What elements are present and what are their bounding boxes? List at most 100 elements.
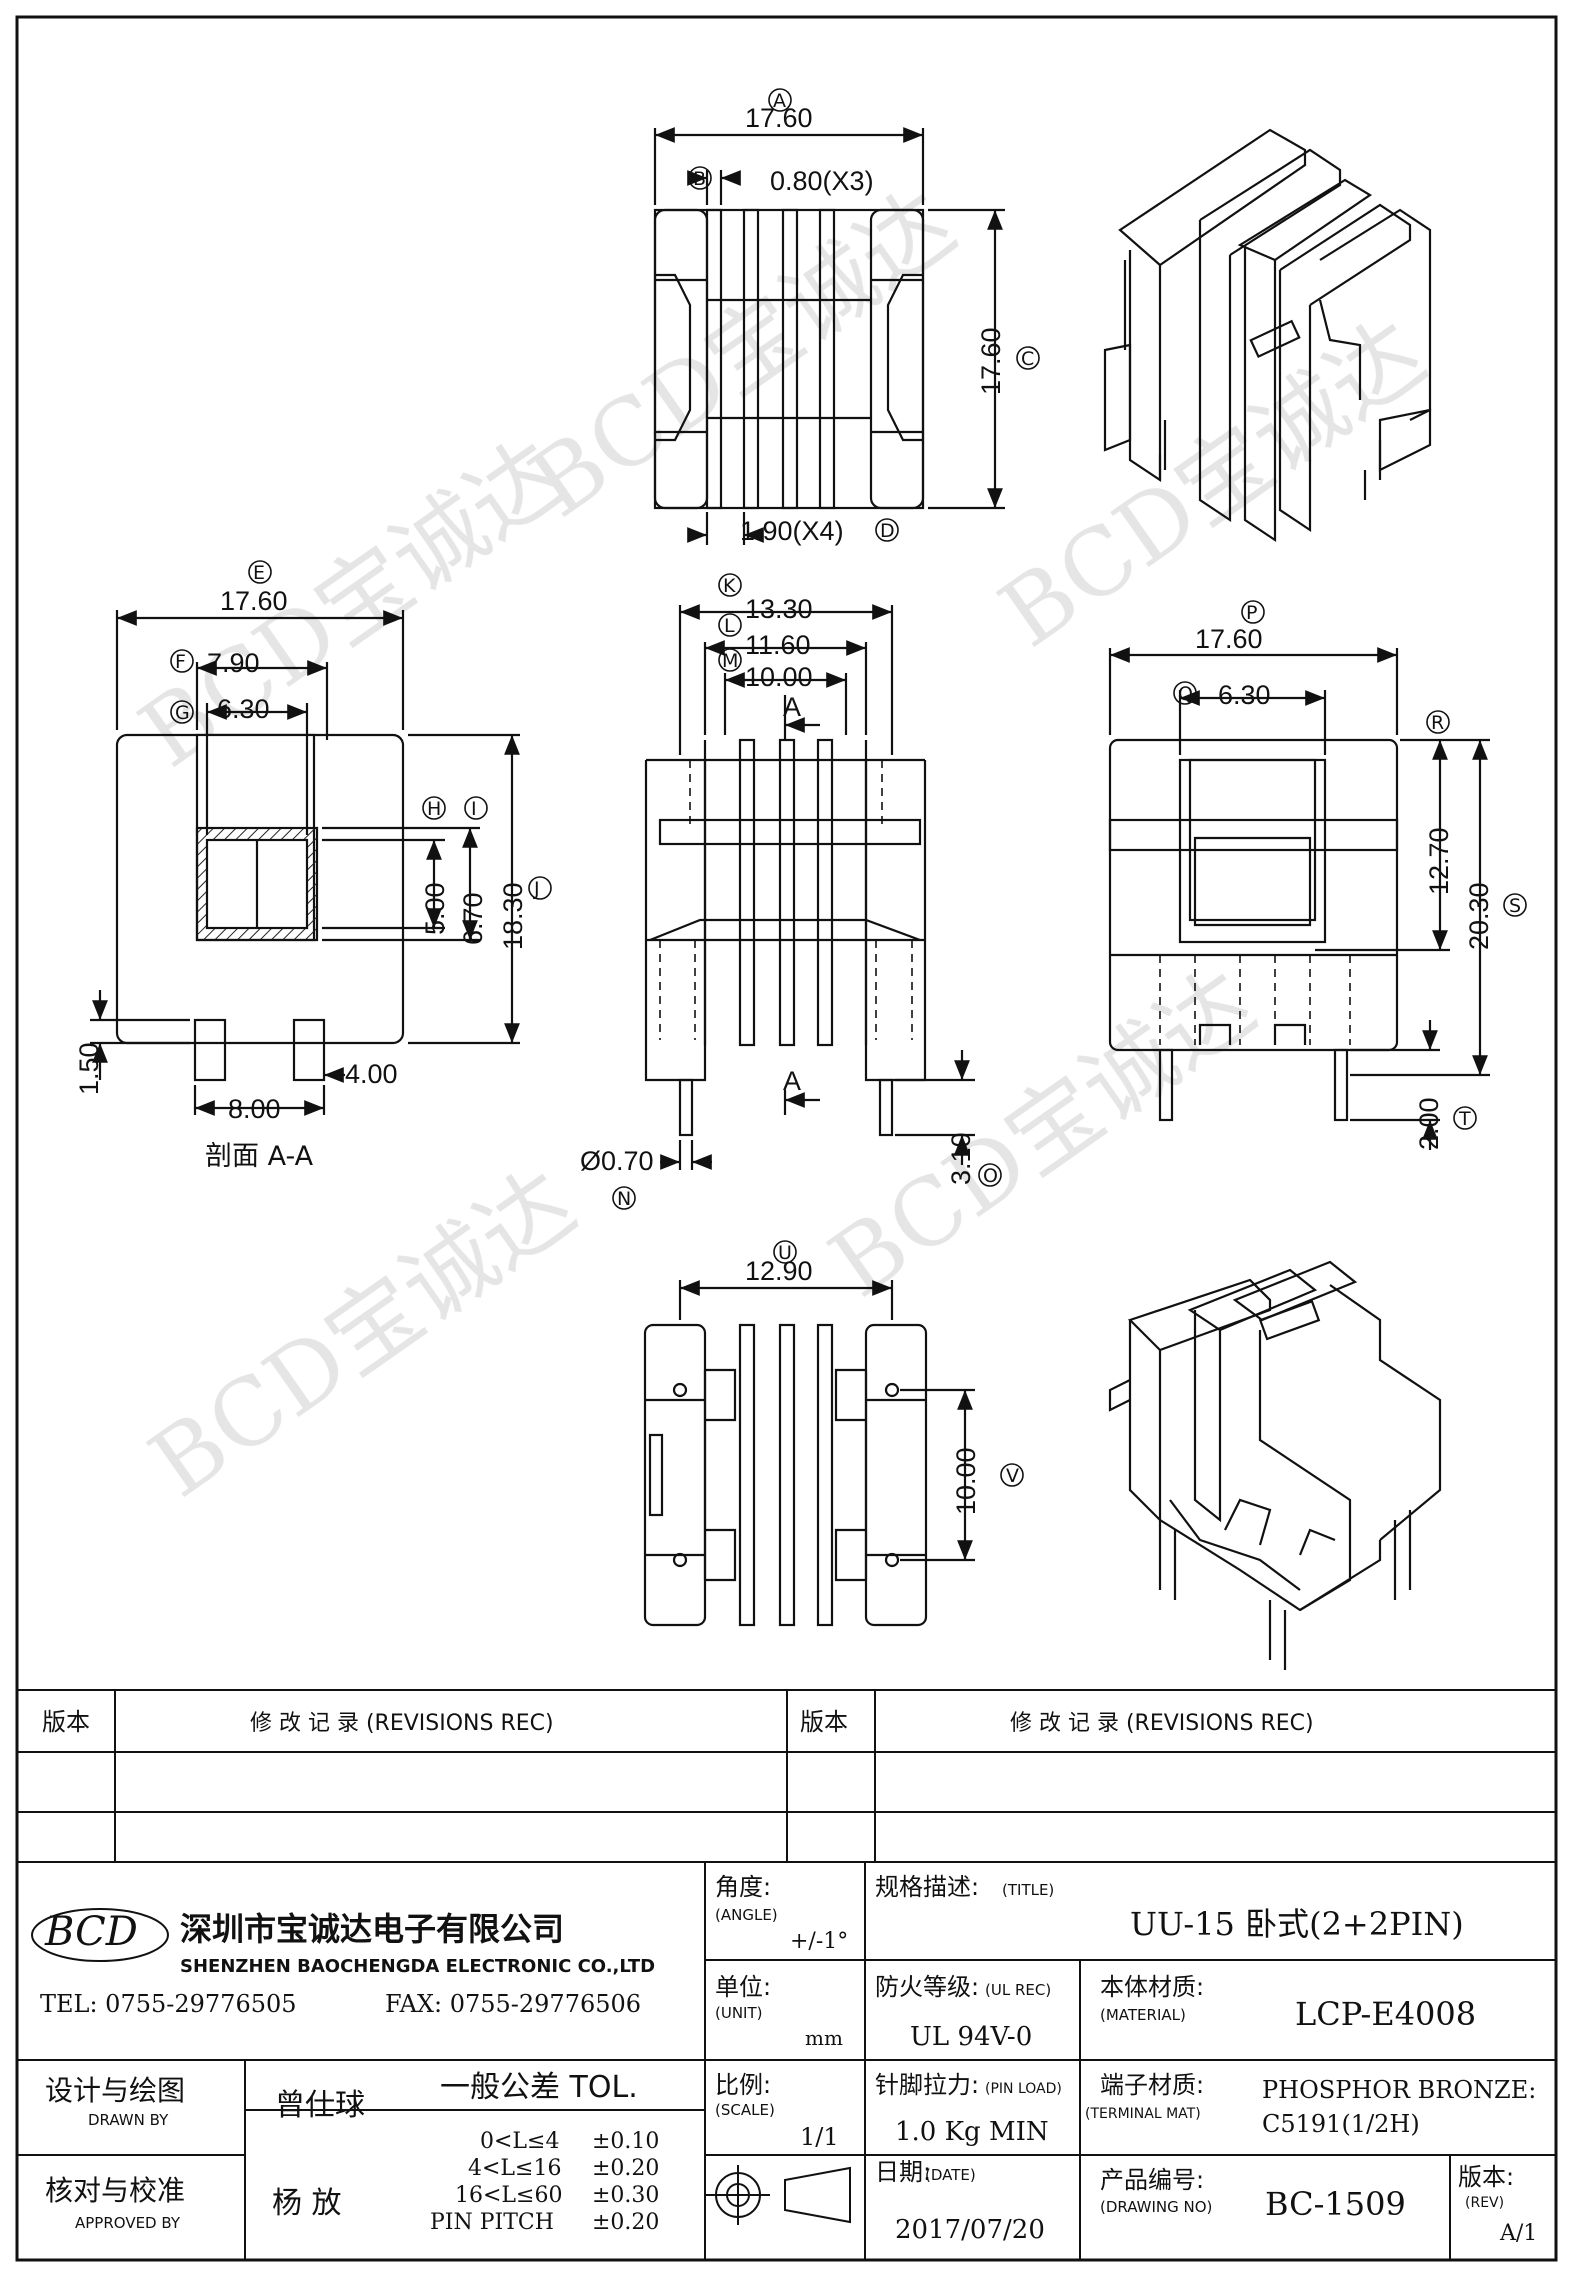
balloon-r: R <box>1426 710 1450 734</box>
dimension-balloons: A B C D E F G H I J K L M N O P Q R S T … <box>170 88 1527 1487</box>
dim-sec-width: 17.60 <box>220 586 288 616</box>
svg-text:P: P <box>1246 602 1257 624</box>
dim-side-h2: 20.30 <box>1464 882 1494 950</box>
svg-text:(MATERIAL): (MATERIAL) <box>1100 2006 1186 2024</box>
svg-text:(UNIT): (UNIT) <box>715 2004 763 2022</box>
svg-text:产品编号:: 产品编号: <box>1100 2166 1204 2194</box>
svg-text:防火等级:: 防火等级: <box>875 1973 979 2001</box>
projection-symbol <box>705 2165 851 2225</box>
svg-text:(ANGLE): (ANGLE) <box>715 1906 778 1924</box>
iso-view-bottom <box>1108 1260 1442 1670</box>
svg-text:(REV): (REV) <box>1465 2195 1504 2211</box>
title-block: 角度: (ANGLE) +/-1° 规格描述: (TITLE) UU-15 卧式… <box>45 1873 1537 2246</box>
dim-top-height: 17.60 <box>976 327 1006 395</box>
title-block-grid <box>17 1862 1556 2260</box>
dim-sec-inner1: 7.90 <box>207 648 260 678</box>
balloon-s: S <box>1503 893 1527 917</box>
date-value: 2017/07/20 <box>895 2215 1045 2245</box>
drawn-value: 曾仕球 <box>275 2088 365 2123</box>
svg-text:±0.20: ±0.20 <box>592 2210 659 2235</box>
balloon-k: K <box>718 573 742 597</box>
balloon-o: O <box>978 1163 1002 1187</box>
rev-col-left: 版本 <box>42 1708 90 1736</box>
section-mark-bottom: A <box>783 1066 801 1096</box>
balloon-j: J <box>528 876 552 900</box>
svg-text:±0.30: ±0.30 <box>592 2183 659 2208</box>
balloon-u: U <box>773 1240 797 1264</box>
svg-text:T: T <box>1458 1108 1471 1130</box>
svg-text:L: L <box>724 615 735 637</box>
approved-value: 杨 放 <box>272 2186 342 2221</box>
svg-text:(DRAWING NO): (DRAWING NO) <box>1100 2198 1212 2216</box>
balloon-t: T <box>1453 1106 1477 1130</box>
dimension-labels: 17.60 0.80(X3) 1.90(X4) 17.60 17.60 7.90… <box>74 103 1494 1515</box>
balloon-q: Q <box>1173 681 1197 705</box>
section-caption: 剖面 A-A <box>205 1141 314 1172</box>
svg-text:BCD宝诚达: BCD宝诚达 <box>131 1150 593 1518</box>
top-view <box>653 127 1005 545</box>
dim-front-pin-dia: Ø0.70 <box>580 1146 654 1176</box>
terminal-value-2: C5191(1/2H) <box>1262 2110 1420 2138</box>
svg-text:针脚拉力:: 针脚拉力: <box>875 2071 979 2099</box>
drawing-number: BC-1509 <box>1265 2185 1406 2223</box>
front-view <box>644 604 975 1170</box>
svg-text:BCD: BCD <box>44 1909 138 1955</box>
svg-text:单位:: 单位: <box>715 1973 771 2001</box>
svg-text:R: R <box>1431 712 1444 734</box>
svg-text:G: G <box>175 702 190 724</box>
section-mark-top: A <box>783 692 801 722</box>
title-value: UU-15 卧式(2+2PIN) <box>1130 1905 1464 1943</box>
svg-text:版本:: 版本: <box>1458 2163 1514 2191</box>
dim-top-wall: 0.80(X3) <box>770 166 874 196</box>
scale-value: 1/1 <box>800 2123 839 2151</box>
company-name-cn: 深圳市宝诚达电子有限公司 <box>180 1910 564 1948</box>
svg-text:PIN PITCH: PIN PITCH <box>430 2210 554 2235</box>
balloon-d: D <box>875 518 899 542</box>
company-tel: TEL: 0755-29776505 <box>40 1990 297 2018</box>
svg-text:E: E <box>253 562 265 584</box>
dim-sec-foot-w: 4.00 <box>345 1059 398 1089</box>
dim-top-width: 17.60 <box>745 103 813 133</box>
balloon-l: L <box>718 613 742 637</box>
svg-text:J: J <box>533 878 540 900</box>
dim-sec-h3: 18.30 <box>498 882 528 950</box>
dim-top-flange: 1.90(X4) <box>740 516 844 546</box>
ul-value: UL 94V-0 <box>910 2022 1032 2052</box>
balloon-b: B <box>688 166 712 190</box>
svg-text:Q: Q <box>1178 683 1193 705</box>
rev-col-right: 版本 <box>800 1708 848 1736</box>
balloon-c: C <box>1016 346 1040 370</box>
svg-text:±0.20: ±0.20 <box>592 2156 659 2181</box>
dim-sec-h2: 6.70 <box>458 892 488 945</box>
svg-text:(PIN LOAD): (PIN LOAD) <box>985 2081 1062 2097</box>
dim-sec-inner2: 6.30 <box>217 694 270 724</box>
svg-text:16<L≤60: 16<L≤60 <box>455 2183 562 2208</box>
dim-front-w2: 11.60 <box>745 630 811 660</box>
svg-text:U: U <box>778 1242 792 1264</box>
svg-text:角度:: 角度: <box>715 1873 771 1901</box>
svg-text:端子材质:: 端子材质: <box>1100 2071 1204 2099</box>
svg-text:4<L≤16: 4<L≤16 <box>468 2156 561 2181</box>
balloon-a: A <box>768 88 792 112</box>
svg-text:F: F <box>175 651 186 673</box>
svg-text:V: V <box>1006 1465 1019 1487</box>
svg-text:(SCALE): (SCALE) <box>715 2101 775 2119</box>
balloon-n: N <box>612 1186 636 1210</box>
company-fax: FAX: 0755-29776506 <box>385 1990 641 2018</box>
balloon-e: E <box>248 560 272 584</box>
svg-text:(UL REC): (UL REC) <box>985 1981 1051 1999</box>
iso-view-top <box>1103 128 1432 543</box>
bottom-view <box>643 1280 975 1627</box>
svg-text:D: D <box>880 520 895 542</box>
svg-text:O: O <box>983 1165 998 1187</box>
unit-value: mm <box>805 2026 843 2050</box>
svg-text:BCD宝诚达: BCD宝诚达 <box>121 420 583 788</box>
svg-text:0<L≤4: 0<L≤4 <box>480 2129 559 2154</box>
svg-text:BCD宝诚达: BCD宝诚达 <box>511 170 973 538</box>
dim-front-pin-len: 3.10 <box>946 1132 976 1185</box>
dim-sec-foot-span: 8.00 <box>228 1094 281 1124</box>
svg-text:S: S <box>1509 895 1521 917</box>
balloon-p: P <box>1241 600 1265 624</box>
side-view <box>1108 647 1490 1150</box>
